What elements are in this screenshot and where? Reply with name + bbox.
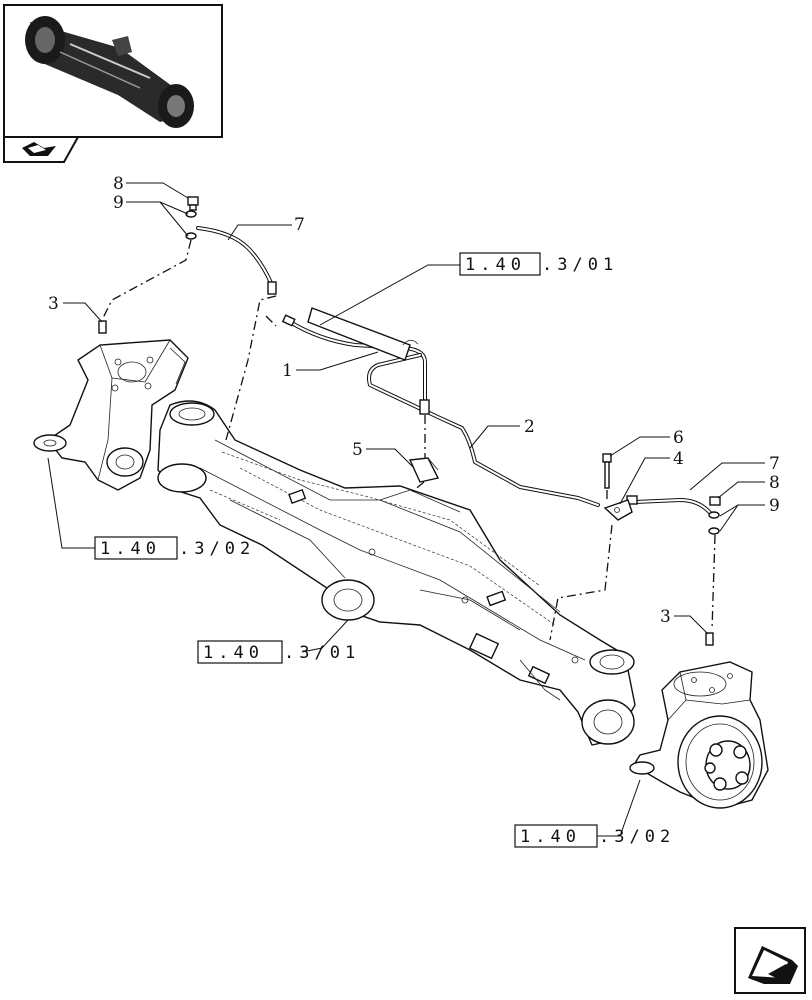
callout-8-left: 8 — [113, 174, 124, 194]
callout-5: 5 — [352, 440, 363, 460]
banjo-bolt-8-right — [709, 496, 721, 506]
reference-1[interactable]: 1.40 .3/01 — [459, 252, 618, 276]
reference-1-rest: .3/01 — [542, 255, 618, 275]
washer-9-right-b — [708, 527, 720, 535]
assembly-centerlines — [101, 239, 716, 641]
reference-1-boxed: 1.40 — [465, 255, 526, 275]
reference-4-boxed: 1.40 — [520, 827, 581, 847]
callout-9-left: 9 — [113, 193, 124, 213]
leader-lines — [47, 182, 765, 837]
reference-3[interactable]: 1.40 .3/01 — [197, 640, 360, 664]
callout-1: 1 — [282, 361, 293, 381]
clip-5 — [408, 457, 440, 483]
bleed-screw-3-left — [98, 320, 107, 334]
reference-3-rest: .3/01 — [284, 643, 360, 663]
reference-2-rest: .3/02 — [179, 539, 255, 559]
reference-4-rest: .3/02 — [599, 827, 675, 847]
callout-7-right: 7 — [769, 454, 780, 474]
right-steering-knuckle — [629, 661, 769, 809]
brake-pipe-assembly — [281, 307, 600, 507]
callout-2: 2 — [524, 417, 535, 437]
axle-assembly-thumbnail — [25, 16, 194, 128]
reference-4[interactable]: 1.40 .3/02 — [514, 824, 675, 848]
reference-2[interactable]: 1.40 .3/02 — [94, 536, 255, 560]
callout-labels: 8 9 7 3 1 2 5 6 4 7 8 9 3 — [48, 174, 780, 627]
reference-3-boxed: 1.40 — [203, 643, 264, 663]
bracket-4 — [603, 499, 633, 521]
thumbnail-frame — [3, 4, 223, 163]
bleed-screw-3-right — [705, 632, 714, 646]
banjo-bolt-8-left — [187, 196, 199, 211]
flexible-hose-right — [626, 495, 714, 517]
callout-3-left: 3 — [48, 294, 59, 314]
washer-9-left-b — [185, 232, 197, 240]
back-arrow-icon[interactable] — [22, 142, 56, 156]
next-page-arrow-icon[interactable] — [734, 927, 806, 994]
washer-9-right-a — [708, 511, 720, 519]
callout-4: 4 — [673, 449, 684, 469]
callout-3-right: 3 — [660, 607, 671, 627]
flexible-hose-left — [196, 226, 277, 295]
callout-6: 6 — [673, 428, 684, 448]
callout-9-right: 9 — [769, 496, 780, 516]
washer-9-left-a — [185, 210, 197, 218]
bolt-6 — [602, 453, 612, 489]
callout-7-left: 7 — [294, 215, 305, 235]
callout-8-right: 8 — [769, 473, 780, 493]
reference-2-boxed: 1.40 — [100, 539, 161, 559]
left-steering-knuckle — [33, 339, 189, 491]
axle-housing — [157, 400, 636, 746]
